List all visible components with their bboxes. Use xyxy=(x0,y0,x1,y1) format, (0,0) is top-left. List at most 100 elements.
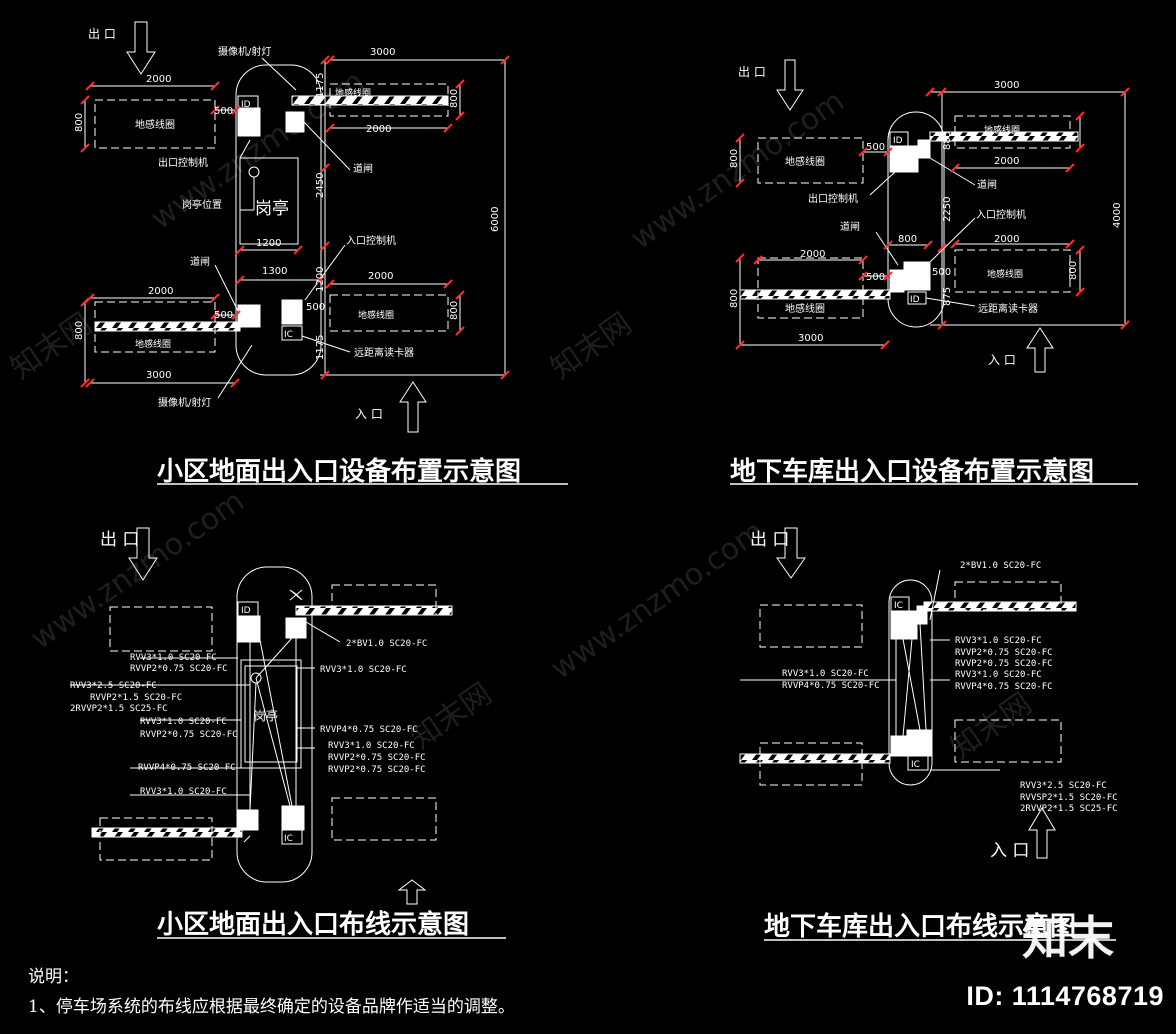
booth xyxy=(239,157,299,245)
loop-entry-top xyxy=(954,581,1062,611)
cable-spec: 2RVVP2*1.5 SC25-FC xyxy=(1020,804,1118,814)
exit-arrow xyxy=(776,59,804,111)
entry-arrow xyxy=(1028,807,1056,859)
booth-label: 岗亭 xyxy=(254,708,278,723)
loop-entry-bottom xyxy=(954,719,1062,763)
loop-exit-bottom xyxy=(759,742,863,786)
cable-spec: RVV3*2.5 SC20-FC xyxy=(1020,781,1107,791)
entry-controller-label: 入口控制机 xyxy=(976,208,1026,221)
loop-label: 地感线圈 xyxy=(135,118,175,131)
watermark-brand: 知末网 xyxy=(945,686,1039,766)
booth-label: 岗亭 xyxy=(255,199,289,219)
exit-arrow xyxy=(128,527,158,581)
loop-label: 地感线圈 xyxy=(358,309,394,321)
cable-spec: 2*BV1.0 SC20-FC xyxy=(346,639,427,649)
watermark-brand: 知末网 xyxy=(545,306,639,386)
cable-spec: RVV3*1.0 SC20-FC xyxy=(320,665,407,675)
dim: 800 xyxy=(74,321,85,340)
diagram-surface-layout xyxy=(84,21,568,485)
dim: 800 xyxy=(1068,261,1079,280)
notes-item: 1、停车场系统的布线应根据最终确定的设备品牌作适当的调整。 xyxy=(28,997,515,1017)
cable-spec: RVVP4*0.75 SC20-FC xyxy=(320,725,418,735)
title-surface-wiring: 小区地面出入口布线示意图 xyxy=(157,909,469,940)
island xyxy=(888,579,933,786)
cable-spec: RVV3*1.0 SC20-FC xyxy=(782,669,869,679)
loop-exit xyxy=(759,604,863,648)
exit-controller-label: 出口控制机 xyxy=(158,156,208,169)
dim: 885 xyxy=(942,131,953,150)
cable-spec: RVVP2*0.75 SC20-FC xyxy=(130,664,228,674)
exit-label: 出 口 xyxy=(750,530,789,550)
loop-exit xyxy=(757,137,864,184)
dim: 800 xyxy=(74,113,85,132)
watermark: www.znzmo.com xyxy=(625,84,851,257)
gate-bottom xyxy=(889,269,905,293)
dim: 3000 xyxy=(370,47,395,58)
diagram-surface-wiring xyxy=(70,527,506,939)
cable-spec: RVV3*1.0 SC20-FC xyxy=(955,670,1042,680)
exit-controller-label: 出口控制机 xyxy=(808,192,858,205)
exit-label: 出 口 xyxy=(100,530,139,550)
entry-label: 入 口 xyxy=(988,353,1016,367)
exit-arrow xyxy=(776,527,806,579)
dim: 3000 xyxy=(146,370,171,381)
notes-heading: 说明： xyxy=(28,967,79,987)
entry-controller xyxy=(281,805,305,831)
ic-text: IC xyxy=(911,760,920,770)
loop-exit xyxy=(94,99,216,149)
cable-spec: RVV3*2.5 SC20-FC xyxy=(70,681,157,691)
id-label: ID: 1114768719 xyxy=(966,981,1164,1011)
dim: 500 xyxy=(306,302,325,313)
entry-label: 入 口 xyxy=(355,407,383,421)
booth-island xyxy=(236,566,313,883)
diagram-surface-wiring-labels: 出 口 ID IC 岗亭 2*BV1.0 SC20-FC RVV3*1.0 SC… xyxy=(70,530,469,940)
gate-top xyxy=(285,617,307,639)
camera-label-top: 摄像机/射灯 xyxy=(218,45,271,58)
dim: 2250 xyxy=(942,197,953,222)
loop-entry-bottom xyxy=(329,294,449,332)
exit-controller xyxy=(237,615,261,643)
entry-controller xyxy=(281,299,303,325)
dim: 3000 xyxy=(994,80,1019,91)
dim: 2000 xyxy=(368,271,393,282)
dim: 1175 xyxy=(315,335,326,360)
dim-ticks-d2 xyxy=(735,87,1130,350)
loop-label: 地感线圈 xyxy=(987,268,1023,280)
gate-top xyxy=(916,605,928,625)
barrier-arm-bottom xyxy=(739,289,891,300)
entry-controller xyxy=(906,729,932,757)
entry-arrow xyxy=(1026,327,1054,373)
cable-spec: 2RVVP2*1.5 SC25-FC xyxy=(70,704,168,714)
dim: 875 xyxy=(942,287,953,306)
entry-label: 入 口 xyxy=(990,841,1029,861)
camera-label-bottom: 摄像机/射灯 xyxy=(158,396,211,409)
gate-bottom xyxy=(890,735,908,757)
ic-box xyxy=(281,829,303,845)
diagram-underground-wiring xyxy=(739,527,1116,941)
dim: 500 xyxy=(214,310,233,321)
ic-box xyxy=(281,325,303,341)
cable-spec: RVVP4*0.75 SC20-FC xyxy=(138,763,236,773)
entry-controller xyxy=(903,261,931,291)
entry-arrow xyxy=(399,381,427,433)
id-box xyxy=(237,95,259,111)
dim-ticks-d1 xyxy=(80,55,510,388)
barrier-arm-bottom xyxy=(94,321,241,332)
cable-spec: RVVSP2*1.5 SC20-FC xyxy=(1020,793,1118,803)
dim: 2000 xyxy=(366,124,391,135)
title-underground-layout: 地下车库出入口设备布置示意图 xyxy=(730,456,1094,487)
dim: 500 xyxy=(932,267,951,278)
id-text: ID xyxy=(241,606,251,616)
dim: 500 xyxy=(866,272,885,283)
exit-controller xyxy=(890,610,918,640)
barrier-arm-top xyxy=(923,601,1077,612)
exit-label: 出 口 xyxy=(88,27,116,41)
loop-entry-top xyxy=(954,115,1071,149)
gate-bottom xyxy=(237,809,259,831)
cable-spec: RVVP2*0.75 SC20-FC xyxy=(328,765,426,775)
island xyxy=(887,111,945,328)
dim: 1200 xyxy=(315,267,326,292)
dim: 2450 xyxy=(315,173,326,198)
id-text: ID xyxy=(241,100,251,110)
